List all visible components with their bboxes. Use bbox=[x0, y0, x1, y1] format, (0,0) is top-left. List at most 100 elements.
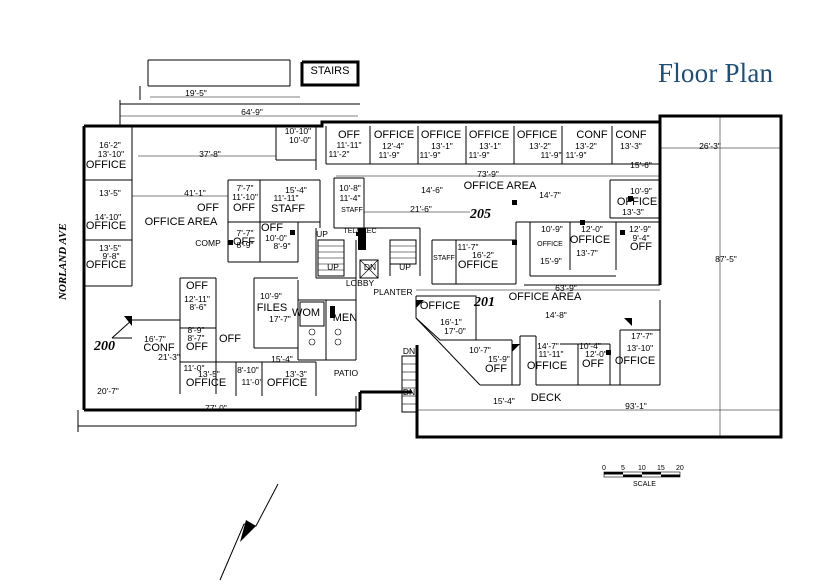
dimension-label: 13'-3" bbox=[285, 369, 307, 379]
dimension-label: 11'-9" bbox=[419, 150, 440, 160]
dimension-label: 13'-2" bbox=[529, 141, 551, 151]
dimension-label: 7'-7" bbox=[237, 183, 254, 193]
dimension-label: 16'-1" bbox=[440, 317, 462, 327]
dimension-label: 14'-7" bbox=[537, 341, 559, 351]
dimension-label: 11'-9" bbox=[468, 150, 489, 160]
dimension-label: UP bbox=[327, 262, 339, 272]
dimension-label: 16'-2" bbox=[99, 140, 121, 150]
dimension-label: 11'-0" bbox=[241, 377, 262, 387]
room-label: CONF bbox=[615, 129, 646, 141]
room-label: DECK bbox=[531, 392, 562, 404]
room-label: OFFICE bbox=[517, 129, 557, 141]
dimension-label: DN bbox=[403, 346, 415, 356]
dimension-label: 10'-9" bbox=[630, 186, 652, 196]
dimension-label: UP bbox=[399, 262, 411, 272]
dimension-label: 12'-0" bbox=[585, 349, 607, 359]
dimension-label: 15'-6" bbox=[630, 160, 652, 170]
dimension-label: 13'-5" bbox=[99, 243, 121, 253]
dimension-label: 10'-10" bbox=[285, 126, 311, 136]
dimension-label: 11'-11" bbox=[538, 349, 563, 359]
room-label: STAFF bbox=[341, 207, 363, 214]
scale-bar: 0 5 10 15 20 SCALE bbox=[602, 465, 684, 488]
room-label: OFF bbox=[186, 341, 208, 353]
suite-number: 200 bbox=[93, 339, 115, 354]
dimension-label: 7'-7" bbox=[237, 228, 254, 238]
page-title: Floor Plan bbox=[658, 58, 774, 88]
room-label: OFFICE bbox=[421, 129, 461, 141]
dimension-label: 12'-9" bbox=[629, 224, 651, 234]
scale-tick-label: 20 bbox=[676, 465, 684, 472]
scale-tick-label: 10 bbox=[638, 465, 646, 472]
dimension-label: 15'-9" bbox=[488, 354, 510, 364]
room-label: OFFICE bbox=[374, 129, 414, 141]
dimension-label: 10'-8" bbox=[339, 183, 361, 193]
dimension-lines bbox=[84, 96, 781, 437]
dimension-label: 13'-1" bbox=[479, 141, 501, 151]
dimension-label: 17'-7" bbox=[631, 331, 653, 341]
dimension-label: COMP bbox=[195, 238, 221, 248]
dimension-label: 13'-3" bbox=[622, 207, 644, 217]
room-label: TEL/ELEC bbox=[343, 228, 376, 235]
room-label: OFFICE bbox=[615, 355, 655, 367]
dimension-label: 77'-0" bbox=[205, 403, 227, 413]
dimension-label: 11'-10" bbox=[232, 192, 258, 202]
dimension-label: DN bbox=[403, 387, 415, 397]
room-label: CONF bbox=[143, 342, 174, 354]
dimension-label: 73'-9" bbox=[477, 169, 499, 179]
dimension-label: 13'-2" bbox=[575, 141, 597, 151]
room-label: OFFICE AREA bbox=[509, 291, 582, 303]
dimension-label: 10'-0" bbox=[265, 233, 287, 243]
room-label: OFFICE bbox=[86, 220, 126, 232]
room-label: STAIRS bbox=[311, 65, 350, 77]
dimension-label: 87'-5" bbox=[715, 254, 737, 264]
dimension-label: 13'-3" bbox=[620, 141, 642, 151]
room-label: OFF bbox=[219, 333, 241, 345]
room-label: WOM bbox=[292, 307, 320, 319]
dimension-label: 20'-7" bbox=[97, 386, 119, 396]
dimension-label: 15'-4" bbox=[271, 354, 293, 364]
dimension-label: 11'-11" bbox=[273, 193, 298, 203]
dimension-label: 10'-0" bbox=[289, 135, 311, 145]
room-label: OFF bbox=[233, 202, 255, 214]
dimension-label: 15'-4" bbox=[285, 185, 307, 195]
room-label: OFFICE AREA bbox=[464, 180, 537, 192]
dimension-label: 9'-4" bbox=[633, 233, 650, 243]
room-label: OFFICE bbox=[527, 360, 567, 372]
dimension-label: 13'-5" bbox=[99, 188, 121, 198]
room-label: OFFICE bbox=[469, 129, 509, 141]
dimension-label: 21'-3" bbox=[158, 352, 180, 362]
scale-tick-label: 15 bbox=[657, 465, 665, 472]
dimension-label: 10'-9" bbox=[541, 224, 563, 234]
dimension-label: 8'-9" bbox=[274, 241, 291, 251]
stair-core bbox=[124, 196, 633, 413]
dimension-label: 10'-4" bbox=[579, 341, 601, 351]
dimension-label: 19'-5" bbox=[185, 88, 207, 98]
dimension-label: 37'-8" bbox=[199, 149, 221, 159]
dimension-label: 10'-7" bbox=[469, 345, 491, 355]
room-label: MEN bbox=[333, 312, 358, 324]
dimension-label: 8'-9" bbox=[237, 240, 254, 250]
dimension-label: 13'-1" bbox=[431, 141, 453, 151]
scale-tick-label: 5 bbox=[621, 465, 625, 472]
dimension-label: 14'-6" bbox=[421, 185, 443, 195]
dimension-label: 12'-11" bbox=[184, 294, 210, 304]
dimension-label: 14'-8" bbox=[545, 310, 567, 320]
dimension-label: 8'-9" bbox=[188, 325, 205, 335]
room-label: OFFICE AREA bbox=[145, 216, 218, 228]
room-label: OFF bbox=[630, 241, 652, 253]
dimension-label: 41'-1" bbox=[184, 188, 206, 198]
dimension-label: 15'-4" bbox=[493, 396, 515, 406]
dimension-label: 9'-8" bbox=[103, 251, 120, 261]
room-label: OFF bbox=[338, 129, 360, 141]
room-labels: STAIRS19'-5"64'-9"16'-2"13'-10"OFFICE37'… bbox=[86, 65, 737, 413]
suite-number: 201 bbox=[473, 295, 495, 310]
room-label: OFFICE bbox=[617, 196, 657, 208]
dimension-label: 11'-9" bbox=[540, 150, 561, 160]
dimension-label: 11'-4" bbox=[339, 193, 360, 203]
dimension-label: 11'-9" bbox=[378, 150, 399, 160]
dimension-label: 8'-6" bbox=[190, 302, 207, 312]
room-label: OFFICE bbox=[420, 300, 460, 312]
dimension-label: 10'-9" bbox=[260, 291, 282, 301]
dimension-label: 16'-2" bbox=[472, 250, 494, 260]
